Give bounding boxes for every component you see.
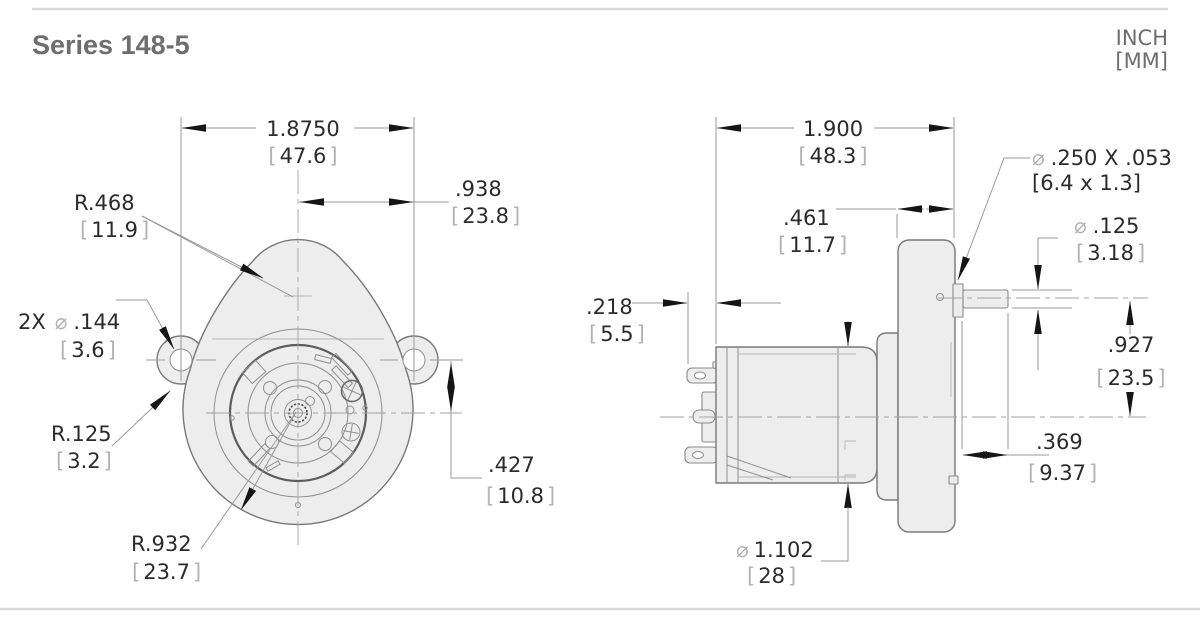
side-view-motor-can <box>715 346 878 484</box>
dim-shaft-boss-inch: ⌀.250 X .053 <box>1032 146 1172 170</box>
front-view: 1.8750 [47.6] .938 [23.8] R.468 [11.9] 2… <box>18 117 555 584</box>
dim-top-radius-inch: R.468 <box>74 191 135 215</box>
side-view-plate-tab <box>948 475 959 485</box>
dim-overall-length: 1.900 [48.3] <box>716 117 954 168</box>
dim-body-radius: R.932 [23.7] <box>131 411 297 584</box>
side-view-output-shaft <box>936 283 1009 318</box>
dim-overall-length-mm: [48.3] <box>798 144 867 168</box>
dim-shaft-height-inch: .927 <box>1108 333 1155 357</box>
screw-head-lower <box>341 422 361 442</box>
dim-plate-thickness-inch: .461 <box>783 206 830 230</box>
side-view-centerlines <box>660 297 1148 418</box>
page-title: Series 148-5 <box>32 30 190 60</box>
units-primary-label: INCH <box>1116 26 1168 50</box>
dim-terminal-depth-mm: [5.5] <box>589 322 645 346</box>
front-view-centerlines <box>146 170 463 548</box>
dim-overall-width-mm: [47.6] <box>268 144 337 168</box>
dim-mount-hole-offset-mm: [23.8] <box>451 204 520 228</box>
dim-terminal-depth: .218 [5.5] <box>586 295 781 346</box>
dim-shaft-boss: ⌀.250 X .053 [6.4 x 1.3] <box>957 146 1172 281</box>
dim-ear-radius-inch: R.125 <box>51 422 112 446</box>
side-view-gearbox-boss <box>876 332 899 501</box>
dim-shaft-length-mm: [9.37] <box>1028 461 1097 485</box>
dim-overall-width-inch: 1.8750 <box>266 117 339 141</box>
front-view-extension-lines <box>180 117 415 381</box>
dim-shaft-offset: .427 [10.8] <box>447 361 555 508</box>
dim-motor-diameter-inch: ⌀1.102 <box>736 538 814 562</box>
dim-terminal-depth-inch: .218 <box>586 295 633 319</box>
dim-shaft-height-mm: [23.5] <box>1096 366 1165 390</box>
dim-shaft-diameter-mm: [3.18] <box>1076 241 1145 265</box>
side-view-can-details <box>726 348 856 482</box>
dim-mount-holes: 2X⌀.144 [3.6] <box>18 299 175 362</box>
dim-body-radius-inch: R.932 <box>131 532 192 556</box>
dim-motor-diameter-mm: [28] <box>747 564 796 588</box>
dim-ear-radius-mm: [3.2] <box>56 449 112 473</box>
dim-shaft-boss-mm: [6.4 x 1.3] <box>1032 171 1141 195</box>
dim-mount-holes-inch: 2X⌀.144 <box>18 310 120 334</box>
screw-head-upper <box>340 379 364 403</box>
dim-plate-thickness: .461 [11.7] <box>778 205 954 257</box>
dim-mount-hole-offset-inch: .938 <box>455 177 502 201</box>
dim-shaft-diameter: ⌀.125 [3.18] <box>1034 214 1145 370</box>
side-view-extension-lines <box>687 117 1072 449</box>
dim-shaft-offset-inch: .427 <box>488 453 535 477</box>
side-view-face-plate <box>897 239 956 533</box>
dim-mount-hole-offset: .938 [23.8] <box>299 177 520 228</box>
dim-body-radius-mm: [23.7] <box>132 560 201 584</box>
units-secondary-label: [MM] <box>1115 49 1168 73</box>
dim-shaft-length: .369 [9.37] <box>962 430 1097 485</box>
side-view: 1.900 [48.3] ⌀.250 X .053 [6.4 x 1.3] .4… <box>586 117 1172 588</box>
dim-motor-diameter: ⌀1.102 [28] <box>736 321 852 588</box>
dim-shaft-offset-mm: [10.8] <box>486 484 555 508</box>
dim-shaft-diameter-inch: ⌀.125 <box>1074 214 1139 238</box>
dim-shaft-height: .927 [23.5] <box>1096 300 1166 417</box>
dim-top-radius-mm: [11.9] <box>80 218 149 242</box>
dim-plate-thickness-mm: [11.7] <box>778 233 847 257</box>
dim-overall-length-inch: 1.900 <box>803 117 863 141</box>
dim-shaft-length-inch: .369 <box>1036 430 1083 454</box>
dim-top-radius: R.468 [11.9] <box>74 191 294 298</box>
dim-ear-radius: R.125 [3.2] <box>51 390 171 473</box>
dim-mount-holes-mm: [3.6] <box>60 338 116 362</box>
dim-overall-width: 1.8750 [47.6] <box>181 117 414 168</box>
